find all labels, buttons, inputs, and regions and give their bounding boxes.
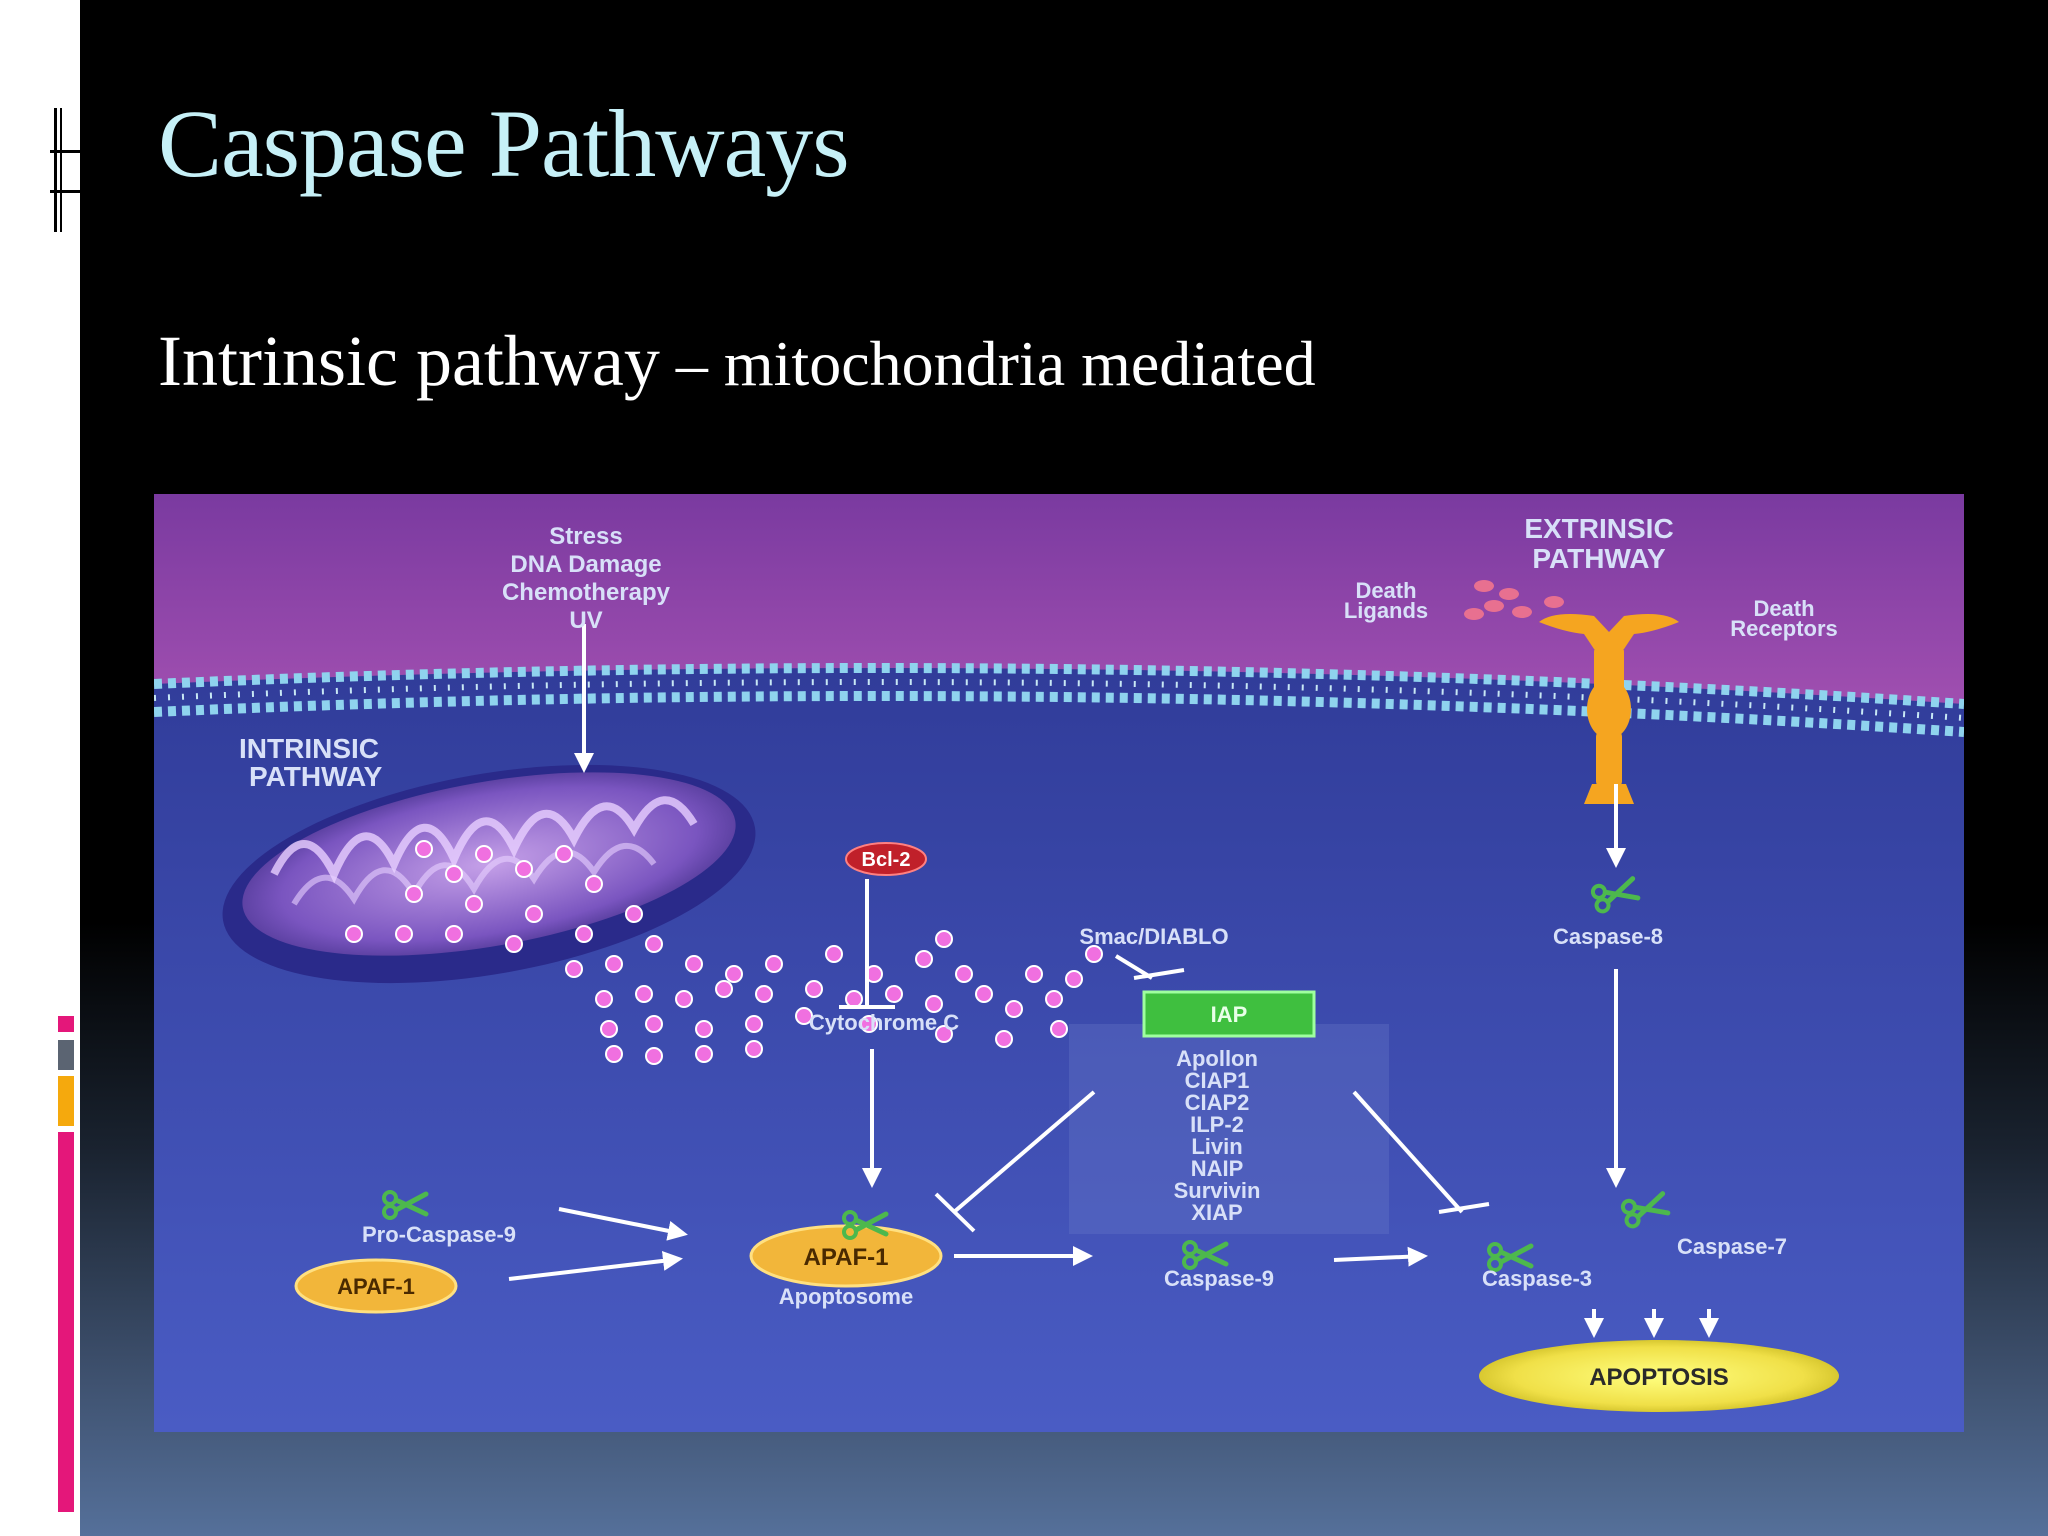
intrinsic-label-line2: PATHWAY xyxy=(249,761,383,792)
intrinsic-label-line1: INTRINSIC xyxy=(239,733,379,764)
extrinsic-label-line2: PATHWAY xyxy=(1532,543,1666,574)
bcl2-marker: Bcl-2 xyxy=(845,842,927,876)
apaf1-center: APAF-1 xyxy=(749,1224,943,1288)
cell-membrane xyxy=(154,663,1964,737)
iap-item-livin: Livin xyxy=(1191,1134,1242,1159)
inhibition-lines xyxy=(839,879,1490,1233)
iap-item-ciap1: CIAP1 xyxy=(1185,1068,1250,1093)
caspase-pathway-diagram: Bcl-2 IAP APAF-1 APAF-1 APOPT xyxy=(154,494,1964,1432)
bcl2-label: Bcl-2 xyxy=(862,849,911,871)
iap-box: IAP xyxy=(1142,990,1316,1038)
iap-item-survivin: Survivin xyxy=(1174,1178,1261,1203)
apaf1-center-label: APAF-1 xyxy=(804,1244,889,1271)
death-receptor xyxy=(1539,614,1679,804)
apaf1-left: APAF-1 xyxy=(294,1258,458,1314)
stimulus-stress: Stress xyxy=(549,523,622,550)
pro-caspase9-label: Pro-Caspase-9 xyxy=(362,1222,516,1247)
extracellular-area xyxy=(154,494,1964,704)
apaf1-left-label: APAF-1 xyxy=(337,1274,415,1299)
iap-item-apollon: Apollon xyxy=(1176,1046,1258,1071)
subtitle-main: Intrinsic pathway xyxy=(158,321,660,401)
death-ligands-line1: Death xyxy=(1355,578,1416,603)
smac-diablo-label: Smac/DIABLO xyxy=(1079,924,1228,949)
death-ligand-dots xyxy=(1464,580,1564,620)
cytochrome-c-label: Cytochrome C xyxy=(809,1010,959,1035)
iap-item-xiap: XIAP xyxy=(1191,1200,1242,1225)
caspase8-label: Caspase-8 xyxy=(1553,924,1663,949)
apoptosis-ellipse: APOPTOSIS xyxy=(1479,1340,1839,1412)
caspase3-label: Caspase-3 xyxy=(1482,1266,1592,1291)
slide-title: Caspase Pathways xyxy=(158,90,850,197)
iap-region xyxy=(1069,1024,1389,1234)
iap-item-ciap2: CIAP2 xyxy=(1185,1090,1250,1115)
iap-item-ilp2: ILP-2 xyxy=(1190,1112,1244,1137)
stimulus-uv: UV xyxy=(569,607,602,634)
extrinsic-label-line1: EXTRINSIC xyxy=(1524,513,1673,544)
death-receptors-line1: Death xyxy=(1753,596,1814,621)
death-ligands-line2: Ligands xyxy=(1344,598,1428,623)
activation-arrows xyxy=(508,624,1719,1338)
iap-label: IAP xyxy=(1211,1002,1248,1027)
cytochrome-dots xyxy=(345,840,1103,1065)
apoptosome-label: Apoptosome xyxy=(779,1284,913,1309)
caspase9-label: Caspase-9 xyxy=(1164,1266,1274,1291)
death-receptors-line2: Receptors xyxy=(1730,616,1838,641)
subtitle-rest: – mitochondria mediated xyxy=(659,328,1316,399)
stimulus-dna-damage: DNA Damage xyxy=(510,551,661,578)
diagram-svg: Bcl-2 IAP APAF-1 APAF-1 APOPT xyxy=(154,494,1964,1432)
iap-item-naip: NAIP xyxy=(1191,1156,1244,1181)
slide-subtitle: Intrinsic pathway – mitochondria mediate… xyxy=(158,320,1316,403)
stimulus-chemotherapy: Chemotherapy xyxy=(502,579,671,606)
apoptosis-label: APOPTOSIS xyxy=(1589,1364,1729,1391)
caspase7-label: Caspase-7 xyxy=(1677,1234,1787,1259)
diagram-labels: Stress DNA Damage Chemotherapy UV EXTRIN… xyxy=(239,513,1838,1309)
